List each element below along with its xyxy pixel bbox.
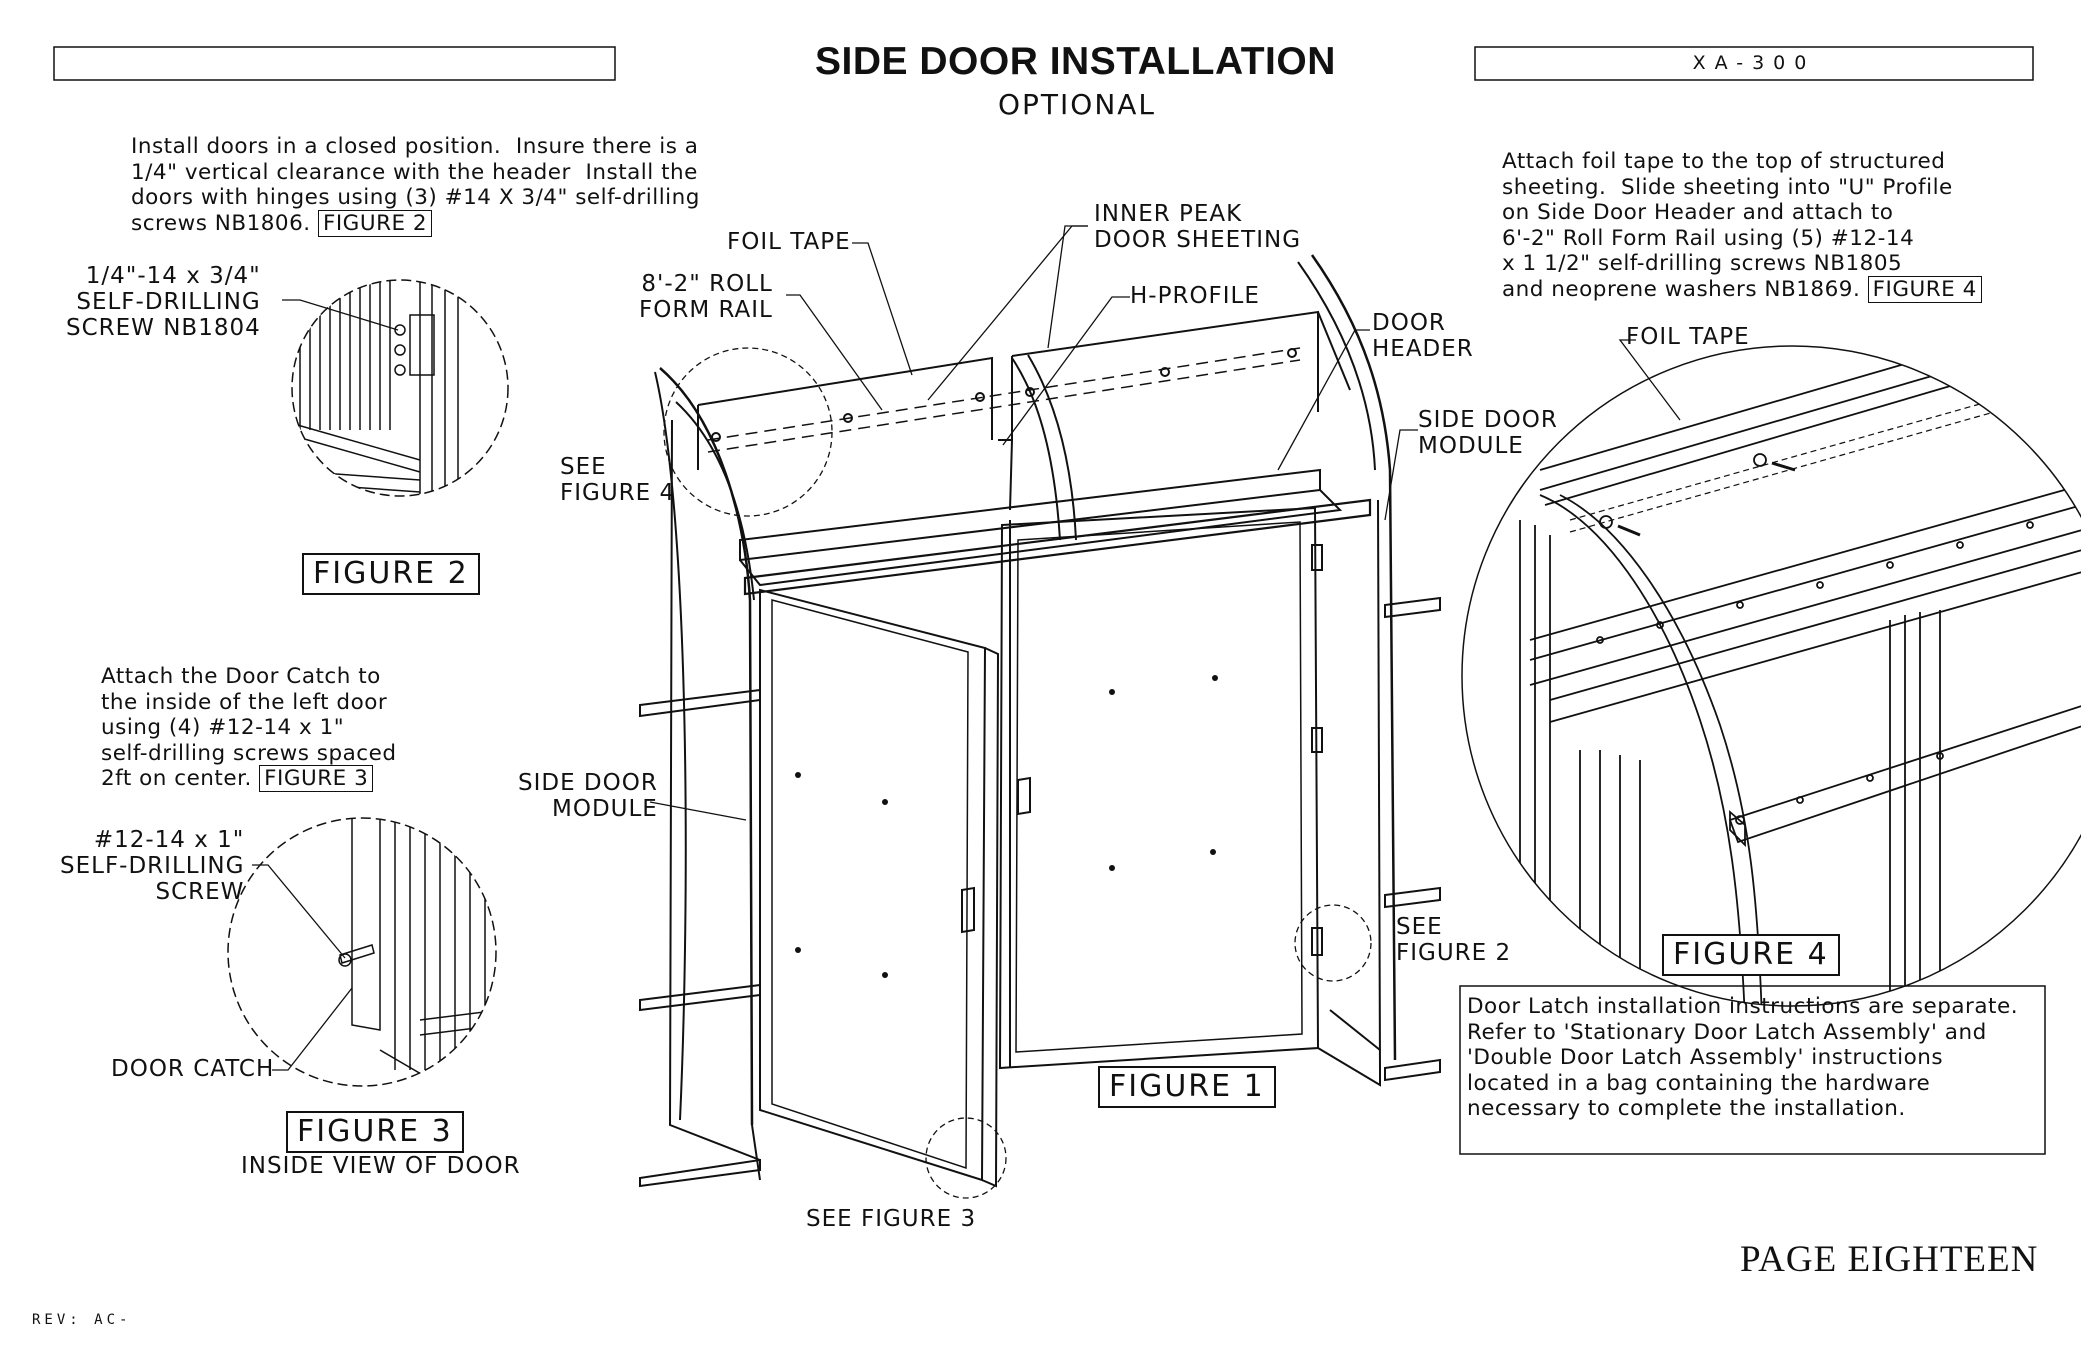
figure1-drawing: [639, 254, 1441, 1199]
callout-door-header: DOOR HEADER: [1372, 310, 1474, 362]
header-left-text: [54, 47, 615, 80]
page-subtitle: OPTIONAL: [998, 88, 1157, 121]
figure1-door-dots: [795, 675, 1218, 978]
figure3-ref: FIGURE 3: [259, 765, 374, 792]
revision-label: REV: AC-: [32, 1312, 132, 1328]
callout-fig3-screw: #12-14 x 1" SELF-DRILLING SCREW: [60, 827, 245, 905]
page-number: PAGE EIGHTEEN: [1740, 1239, 2039, 1280]
figure2-leader: [282, 299, 399, 331]
figure2-title: FIGURE 2: [302, 553, 480, 595]
figure4-leader: [1618, 339, 1681, 421]
figure2-drawing: [291, 279, 509, 497]
callout-foil-tape: FOIL TAPE: [727, 229, 851, 255]
figure3-leaders: [252, 864, 353, 1071]
callout-fig2-screw: 1/4"-14 x 3/4" SELF-DRILLING SCREW NB180…: [66, 263, 261, 341]
figure4-drawing: [1461, 345, 2081, 1007]
note-door-latch: Door Latch installation instructions are…: [1467, 994, 2019, 1121]
drawing-number: XA-300: [1692, 52, 1816, 74]
door-latch-note-box: [1459, 985, 2046, 1155]
callout-see-figure4: SEE FIGURE 4: [560, 454, 676, 506]
callout-inner-peak: INNER PEAK DOOR SHEETING: [1094, 201, 1302, 253]
callout-door-catch: DOOR CATCH: [111, 1056, 275, 1082]
figure4-title: FIGURE 4: [1662, 934, 1840, 976]
callout-see-figure3: SEE FIGURE 3: [806, 1206, 977, 1232]
figure1-title: FIGURE 1: [1098, 1066, 1276, 1108]
note-door-catch: Attach the Door Catch to the inside of t…: [101, 664, 397, 792]
page-title: SIDE DOOR INSTALLATION: [815, 40, 1336, 83]
callout-side-door-module-right: SIDE DOOR MODULE: [1418, 407, 1558, 459]
figure3-caption: INSIDE VIEW OF DOOR: [241, 1153, 521, 1179]
figure2-ref: FIGURE 2: [317, 209, 433, 237]
figure4-ref: FIGURE 4: [1867, 275, 1982, 303]
callout-see-figure2: SEE FIGURE 2: [1396, 914, 1512, 966]
note-install-doors: Install doors in a closed position. Insu…: [131, 134, 700, 237]
callout-roll-form-rail: 8'-2" ROLL FORM RAIL: [639, 271, 773, 323]
callout-h-profile: H-PROFILE: [1130, 283, 1260, 309]
figure1-leaders: [649, 225, 1418, 821]
header-left-box: [53, 46, 616, 81]
figure3-title: FIGURE 3: [286, 1111, 464, 1153]
header-drawing-number-box: [1474, 46, 2034, 81]
callout-side-door-module-left: SIDE DOOR MODULE: [518, 770, 658, 822]
callout-fig4-foil-tape: FOIL TAPE: [1626, 324, 1750, 350]
figure3-drawing: [227, 817, 497, 1087]
note-foil-tape: Attach foil tape to the top of structure…: [1502, 149, 1982, 303]
